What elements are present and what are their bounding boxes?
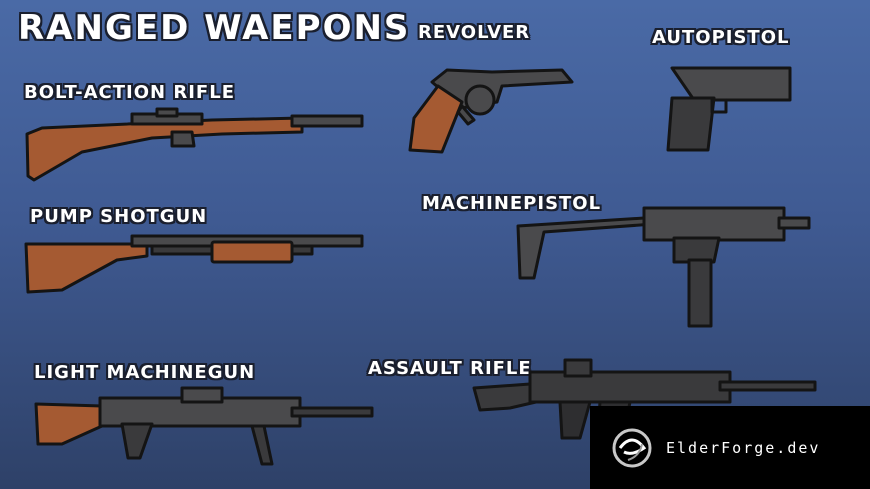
bolt-action-rifle-icon[interactable]	[22, 106, 367, 188]
watermark-text: ElderForge.dev	[666, 438, 821, 457]
elderforge-logo-icon	[612, 428, 652, 467]
label-bolt-action-rifle: BOLT-ACTION RIFLE	[24, 82, 235, 103]
watermark-banner: ElderForge.dev	[590, 406, 870, 489]
revolver-icon[interactable]	[402, 62, 577, 157]
label-pump-shotgun: PUMP SHOTGUN	[30, 206, 208, 227]
label-light-machinegun: LIGHT MACHINEGUN	[34, 362, 256, 383]
assault-rifle-icon[interactable]	[470, 358, 820, 458]
label-machinepistol: MACHINEPISTOL	[422, 193, 602, 214]
machinepistol-icon[interactable]	[514, 198, 814, 330]
light-machinegun-icon[interactable]	[32, 386, 377, 468]
page-title: RANGED WAEPONS	[18, 8, 411, 48]
label-autopistol: AUTOPISTOL	[652, 27, 790, 48]
label-revolver: REVOLVER	[418, 22, 531, 43]
autopistol-icon[interactable]	[664, 64, 796, 156]
label-assault-rifle: ASSAULT RIFLE	[368, 358, 532, 379]
pump-shotgun-icon[interactable]	[22, 230, 367, 298]
